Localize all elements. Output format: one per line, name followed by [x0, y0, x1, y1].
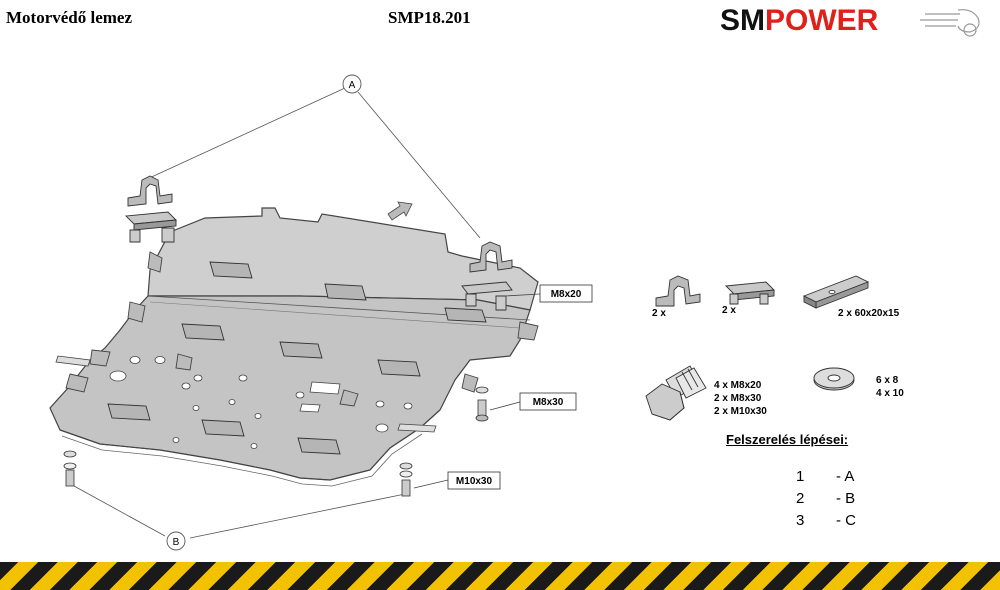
callout-b-text: B: [173, 537, 180, 548]
label-m10x30: M10x30: [447, 471, 501, 490]
hazard-stripe-footer: [0, 562, 1000, 590]
product-code: SMP18.201: [388, 8, 471, 27]
label-m8x20-text: M8x20: [551, 289, 582, 300]
bracket-left-assembly: [125, 175, 177, 243]
step-2-label: - B: [836, 490, 856, 507]
bolt-list-item-2: 2 x M8x30: [714, 393, 762, 404]
label-m8x20: M8x20: [539, 284, 593, 303]
callout-a-text: A: [349, 80, 356, 91]
step-3-label: - C: [836, 512, 856, 529]
plate-holes: [109, 356, 413, 449]
step-1-number: 1: [796, 468, 805, 485]
bolt-list-item-3: 2 x M10x30: [714, 406, 767, 417]
bolt-m10x30-icon: [399, 462, 413, 497]
label-m10x30-text: M10x30: [456, 476, 493, 487]
bolt-label-pointers: [413, 293, 541, 489]
bolt-list-item-1: 4 x M8x20: [714, 380, 762, 391]
part-bolt-list: 4 x M8x20 2 x M8x30 2 x M10x30: [714, 380, 767, 417]
callout-b: B: [166, 531, 186, 551]
bracket-right-assembly: [461, 241, 513, 311]
label-m8x30-text: M8x30: [533, 397, 564, 408]
logo-motorbike-icon: [920, 9, 980, 37]
part-spacer-icon: [802, 275, 870, 309]
smpower-logo: SMPOWER: [720, 2, 990, 42]
callout-a: A: [342, 74, 362, 94]
direction-arrow-icon: [387, 201, 413, 221]
spacer-marks: [55, 355, 437, 433]
document-title: Motorvédő lemez: [6, 8, 133, 27]
part-bolt-icon: [645, 365, 707, 421]
logo-sm-text: SM: [720, 4, 765, 37]
washer-list-item-1: 6 x 8: [876, 375, 899, 386]
mounting-tabs: [65, 251, 539, 407]
bolt-left-icon: [63, 450, 77, 487]
washer-list-item-2: 4 x 10: [876, 388, 904, 399]
bolt-m8x30-icon: [475, 386, 489, 422]
skid-plate: [49, 207, 539, 487]
logo-power-text: POWER: [765, 4, 879, 37]
part-u-bracket-qty: 2 x: [652, 308, 666, 319]
step-1-label: - A: [836, 468, 855, 485]
part-flat-bracket-qty: 2 x: [722, 305, 736, 316]
part-flat-bracket-icon: [725, 281, 775, 305]
callout-a-leaders: [144, 87, 481, 239]
step-2-number: 2: [796, 490, 805, 507]
label-m8x30: M8x30: [519, 392, 577, 411]
step-3-number: 3: [796, 512, 805, 529]
part-washer-icon: [813, 367, 855, 391]
callout-b-leaders: [73, 485, 406, 539]
installation-steps-title: Felszerelés lépései:: [726, 432, 849, 447]
part-washer-list: 6 x 8 4 x 10: [876, 375, 904, 399]
plate-ribs: [107, 261, 487, 455]
part-spacer-label: 2 x 60x20x15: [838, 308, 900, 319]
part-u-bracket-icon: [655, 275, 701, 307]
